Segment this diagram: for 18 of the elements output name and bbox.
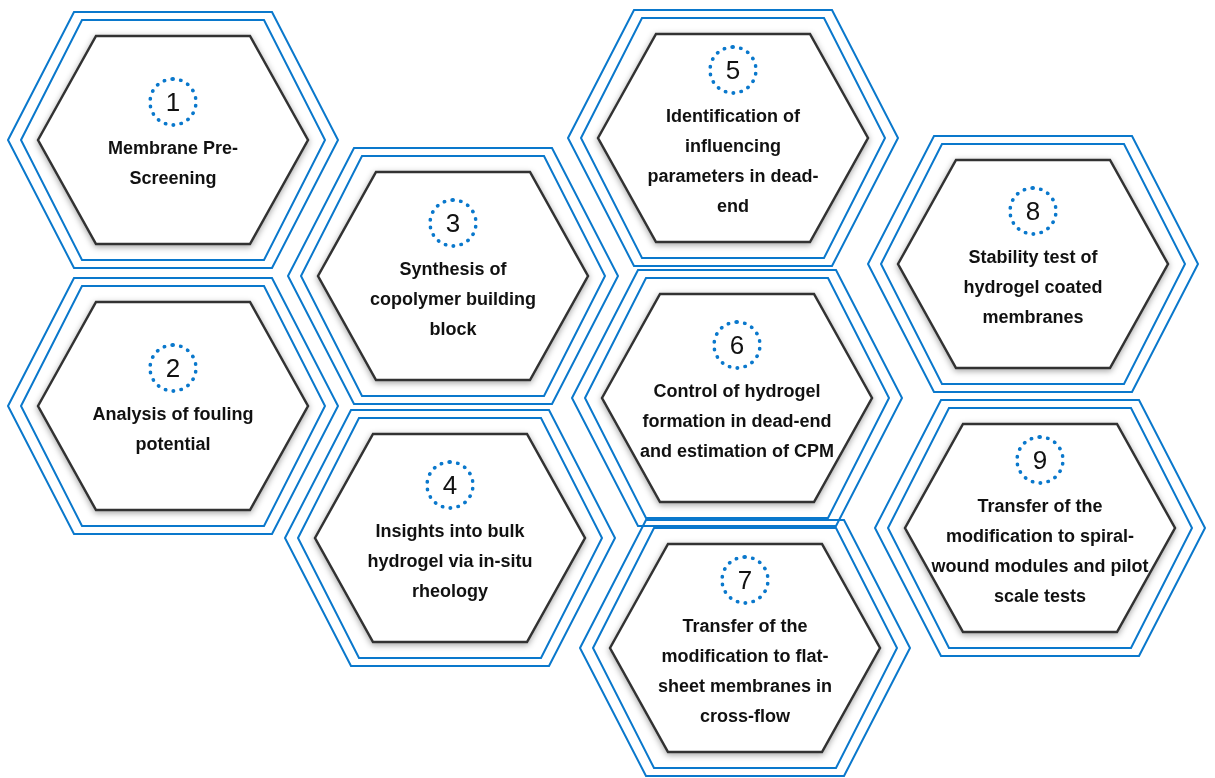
step-text: Synthesis of copolymer building block (369, 258, 537, 341)
number-circle: 1 (148, 77, 198, 127)
number-circle: 8 (1008, 186, 1058, 236)
step-text: Analysis of fouling potential (91, 403, 255, 456)
number-circle: 2 (148, 343, 198, 393)
step-text: Membrane Pre-Screening (106, 137, 239, 190)
number-circle: 9 (1015, 435, 1065, 485)
step-text: Insights into bulk hydrogel via in-situ rheology (366, 520, 534, 603)
number-circle: 3 (428, 198, 478, 248)
number-circle: 6 (712, 320, 762, 370)
number-circle: 5 (708, 45, 758, 95)
step-text: Transfer of the modification to spiral-wound modules and pilot scale tests (930, 495, 1150, 608)
step-text: Stability test of hydrogel coated membranes (962, 246, 1104, 329)
step-text: Control of hydrogel formation in dead-end and estimation of CPM (639, 380, 835, 463)
step-text: Transfer of the modification to flat-sheet membranes in cross-flow (656, 615, 834, 728)
number-circle: 4 (425, 460, 475, 510)
step-text: Identification of influencing parameters in dead-end (646, 105, 820, 218)
number-circle: 7 (720, 555, 770, 605)
